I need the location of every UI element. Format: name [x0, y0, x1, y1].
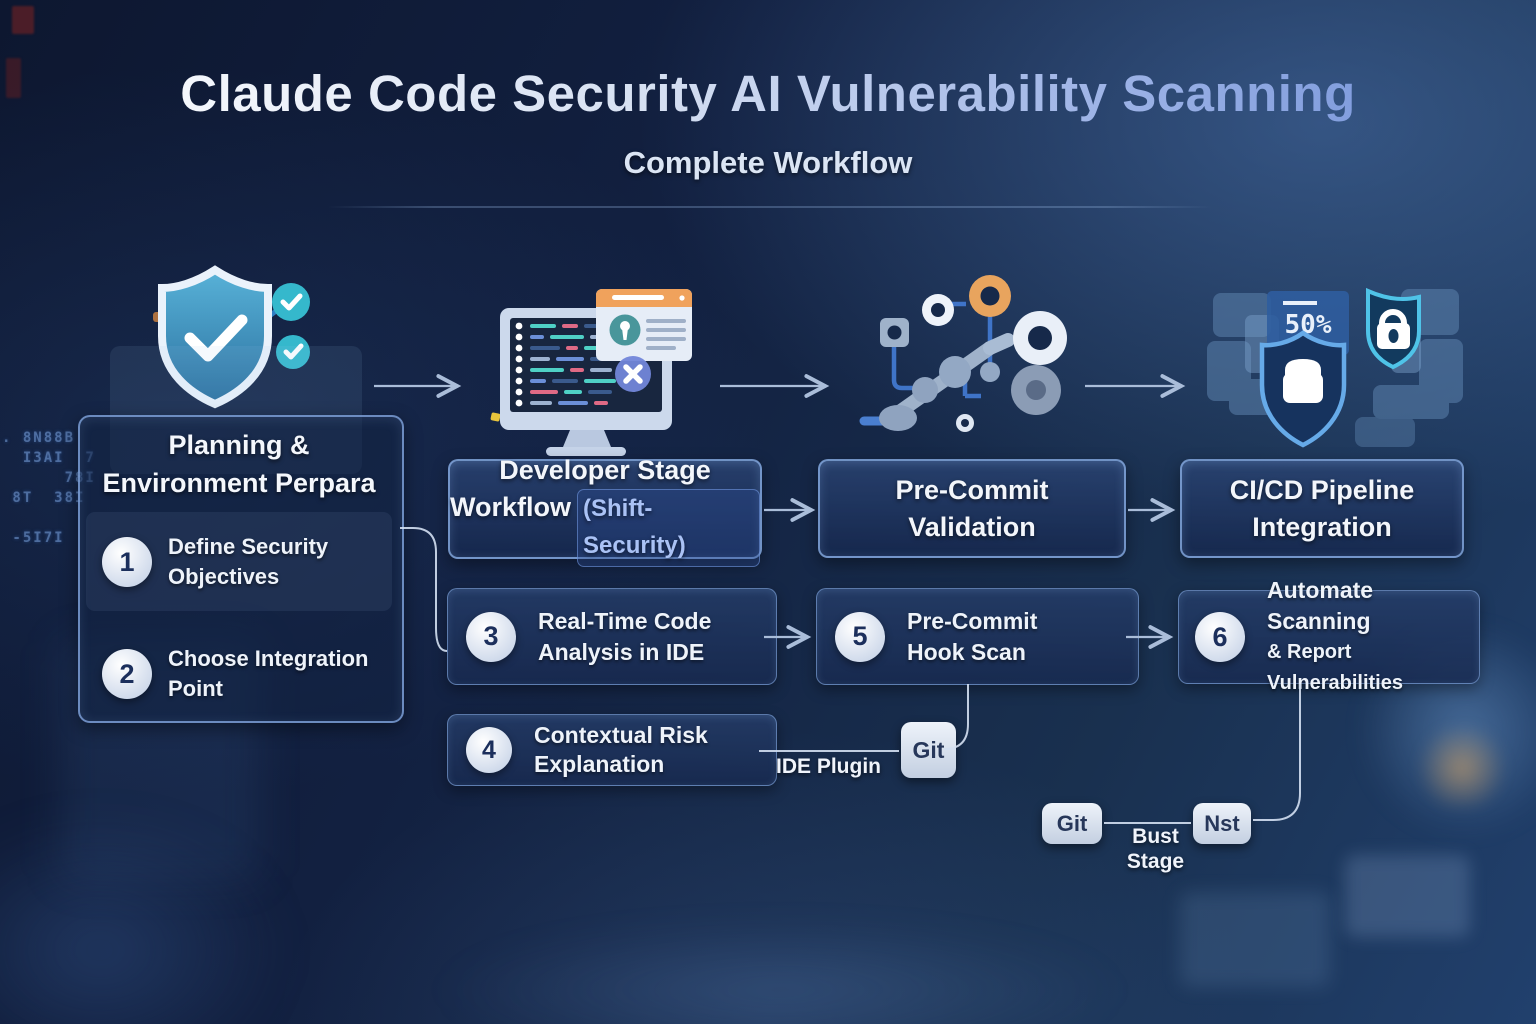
step-box-5: 5 Pre-Commit Hook Scan [816, 588, 1139, 685]
bokeh-glow [430, 920, 1130, 1024]
step-label: Pre-Commit Hook Scan [907, 606, 1037, 668]
pipeline-blocks [1207, 289, 1463, 447]
git-badge-ide: Git [901, 722, 956, 778]
stage-box-cicd: CI/CD Pipeline Integration [1180, 459, 1464, 558]
monitor-base [546, 447, 626, 456]
step-number-badge: 2 [102, 649, 152, 699]
step-number-badge: 1 [102, 537, 152, 587]
stage-title-line: Workflow (Shift-Security) [450, 488, 760, 567]
connector-step6-to-net [1253, 684, 1301, 821]
step-label-line: Objectives [168, 564, 280, 589]
square-node [880, 318, 909, 347]
stage-title-line: Developer Stage [499, 454, 711, 485]
build-stage-line: Bust [1132, 825, 1179, 848]
check-mark [280, 293, 303, 311]
pipe-node [879, 405, 917, 431]
bokeh-glow-orange [1412, 728, 1512, 808]
background-glyph-mark [6, 58, 21, 98]
step-box-3: 3 Real-Time Code Analysis in IDE [447, 588, 777, 685]
monitor-stand [563, 430, 611, 447]
step-label-line: Choose Integration [168, 646, 369, 671]
page-title: Claude Code Security AI Vulnerability Sc… [0, 64, 1536, 123]
stage-title-line: Integration [1252, 511, 1392, 542]
step-box-4: 4 Contextual Risk Explanation [447, 714, 777, 786]
step-number-badge: 3 [466, 611, 516, 662]
check-mark [283, 343, 304, 360]
step-number-badge: 4 [466, 727, 512, 773]
step-box-6: 6 Automate Scanning & Report Vulnerabili… [1178, 577, 1480, 694]
step-label-line: & Report Vulnerabilities [1267, 641, 1403, 694]
shield-lock-icon [1259, 330, 1347, 448]
big-donut-node [1013, 311, 1067, 365]
step-label: Real-Time Code Analysis in IDE [538, 606, 711, 668]
step-label-line: Real-Time Code [538, 607, 712, 634]
step-label-line: Analysis in IDE [538, 638, 705, 665]
step-number-badge: 5 [835, 611, 885, 662]
orange-donut-node [969, 275, 1011, 317]
monitor-code-icon [500, 289, 692, 456]
stage-title-line: CI/CD Pipeline [1229, 474, 1415, 505]
planning-step-2: 2 Choose Integration Point [102, 644, 368, 704]
error-x-icon [615, 356, 651, 392]
pipe-node [939, 356, 971, 388]
step-label: Define Security Objectives [168, 532, 328, 592]
stage-title-line: Pre-Commit [895, 474, 1049, 505]
stage-title-line: Validation [908, 511, 1036, 542]
connector-planning-to-step3 [400, 527, 448, 652]
check-circle-icon [272, 283, 310, 321]
lock-icon [1366, 287, 1421, 370]
planning-step-1: 1 Define Security Objectives [102, 532, 328, 592]
pipeline-graph-icon [859, 275, 1067, 432]
bokeh-square [1180, 892, 1330, 987]
git-badge-build: Git [1042, 803, 1102, 844]
popup-card [596, 289, 692, 361]
step-label-line: Pre-Commit [907, 607, 1038, 634]
pipe [983, 333, 1015, 355]
step-label-line: Automate Scanning [1267, 577, 1374, 634]
build-stage-label: Bust Stage [1108, 824, 1203, 874]
stage-title-text: Workflow [450, 491, 571, 522]
cicd-blocks-icon: 50% [1207, 287, 1463, 448]
ide-plugin-label: IDE Plugin [776, 755, 881, 778]
white-donut-node [922, 294, 954, 326]
pipe-node [912, 377, 938, 403]
step-label: Contextual Risk Explanation [534, 721, 708, 779]
stage-box-precommit: Pre-Commit Validation [818, 459, 1126, 558]
stage-box-developer: Developer Stage Workflow (Shift-Security… [448, 455, 762, 567]
step-number-badge: 6 [1195, 612, 1245, 662]
build-stage-line: Stage [1126, 850, 1185, 873]
page-subtitle: Complete Workflow [623, 145, 913, 180]
shield-shape [158, 265, 272, 409]
planning-title-line2: Environment Perpara [102, 468, 376, 498]
small-donut-node [956, 414, 974, 432]
step-label-line: Explanation [534, 751, 665, 777]
bokeh-square [1345, 855, 1470, 937]
gray-donut-node [1011, 365, 1061, 415]
step-label: Automate Scanning & Report Vulnerabiliti… [1267, 575, 1479, 699]
check-mark [184, 314, 248, 362]
step-label-line: Hook Scan [907, 638, 1026, 665]
bokeh-glow [0, 820, 280, 1024]
background-glyph-mark [12, 6, 34, 34]
pipe-node [980, 362, 1000, 382]
header-divider [328, 206, 1212, 208]
header: Claude Code Security AI Vulnerability Sc… [0, 0, 1536, 181]
net-badge: Nst [1193, 803, 1251, 844]
step-label-line: Point [168, 676, 223, 701]
planning-title-line1: Planning & [168, 430, 310, 460]
shield-check-icon [158, 265, 310, 409]
step-label-line: Contextual Risk [534, 722, 708, 748]
planning-title: Planning & Environment Perpara [78, 426, 400, 502]
stage-title-suffix: (Shift-Security) [577, 488, 760, 567]
step-label-line: Define Security [168, 534, 329, 559]
step-label: Choose Integration Point [168, 644, 368, 704]
